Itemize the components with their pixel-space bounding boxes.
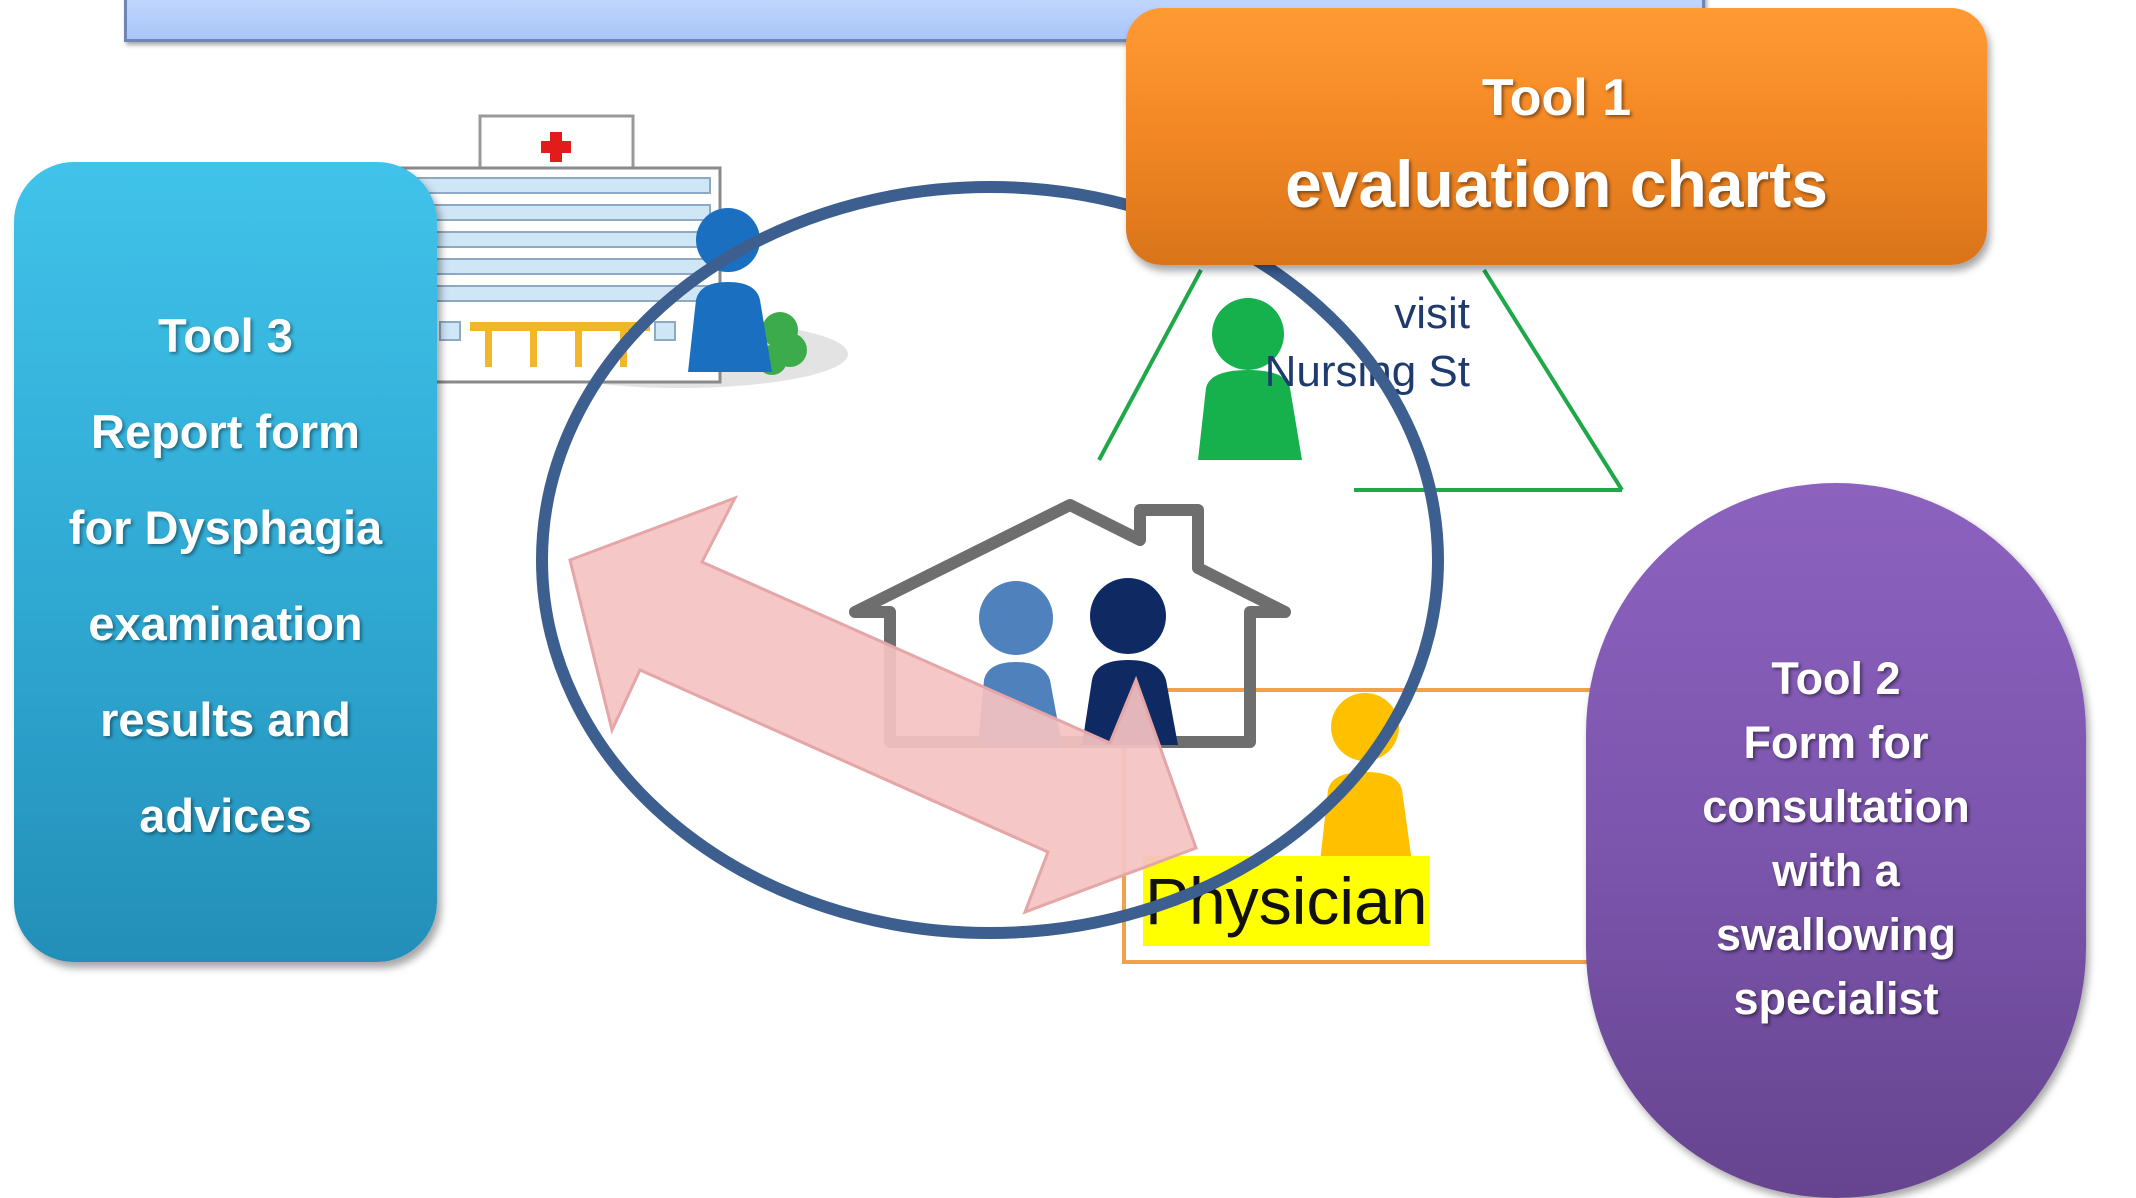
tool2-line: specialist — [1733, 973, 1939, 1024]
tool3-line: examination — [88, 597, 363, 650]
tool2-line: Tool 2 — [1771, 653, 1901, 704]
tool3-line: advices — [139, 789, 312, 842]
home-icon — [849, 499, 1291, 748]
tool2-box: Tool 2 Form for consultation with a swal… — [1586, 483, 2086, 1198]
tool2-line: Form for — [1743, 717, 1929, 768]
tool3-box: Tool 3 Report form for Dysphagia examina… — [14, 162, 437, 962]
double-arrow-icon — [568, 495, 1198, 915]
care-circle — [536, 181, 1444, 939]
tool1-subtitle: evaluation charts — [1285, 147, 1828, 221]
physician-label: Physician — [1143, 856, 1430, 946]
tool3-line: for Dysphagia — [68, 501, 383, 554]
tool3-line: Tool 3 — [158, 309, 293, 362]
nursing-line-1: visit — [1394, 289, 1470, 338]
tool2-line: consultation — [1702, 781, 1970, 832]
tool2-line: swallowing — [1715, 909, 1957, 960]
tool1-box: Tool 1 evaluation charts — [1126, 8, 1987, 265]
tool1-title: Tool 1 — [1481, 69, 1632, 127]
nurse-person-icon — [688, 208, 772, 372]
tool3-line: results and — [100, 693, 351, 746]
tool2-line: with a — [1772, 845, 1900, 896]
nursing-station-label: visit Nursing St — [1250, 285, 1470, 401]
nursing-station-triangle — [1097, 268, 1624, 492]
tool3-line: Report form — [91, 405, 360, 458]
nursing-person-icon — [1198, 298, 1302, 460]
